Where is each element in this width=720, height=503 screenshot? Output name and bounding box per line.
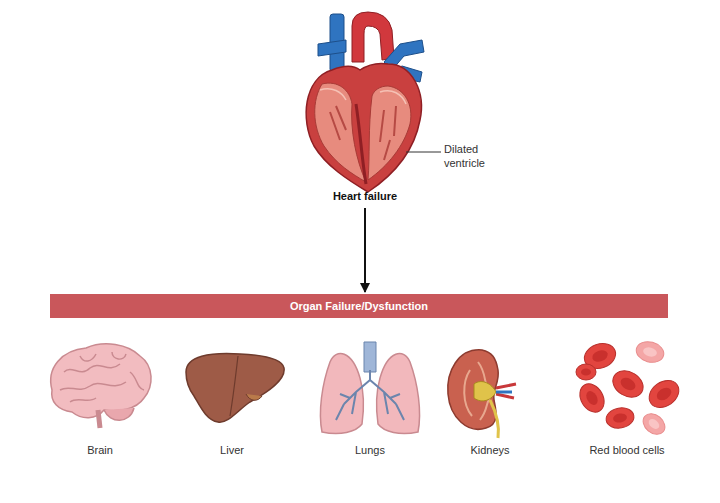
organ-label: Lungs [355,444,385,456]
organ-label: Brain [87,444,113,456]
brain-illustration [51,344,151,428]
organ-label: Liver [220,444,244,456]
organ-label: Kidneys [470,444,509,456]
organ-label: Red blood cells [589,444,664,456]
lungs-illustration [320,342,419,434]
callout-label: Dilated ventricle [444,143,500,171]
kidney-illustration [448,350,516,438]
band-title: Organ Failure/Dysfunction [290,300,428,312]
heart-illustration [306,12,441,192]
illustration-caption: Heart failure [333,190,397,202]
heart-caption-node: Heart failure [327,188,403,204]
leader-line [406,152,441,153]
red-blood-cells-illustration [575,339,684,439]
liver-illustration [186,354,284,423]
flow-arrow [364,208,366,292]
organ-band: Organ Failure/Dysfunction [50,294,668,318]
